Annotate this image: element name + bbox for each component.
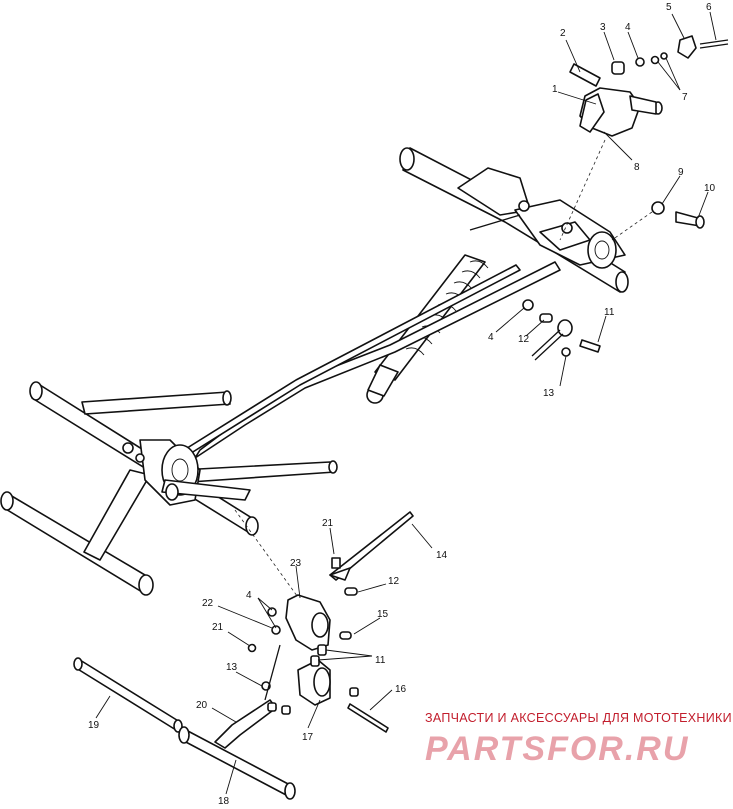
callout-4-mid: 4 bbox=[488, 332, 494, 343]
callout-21-low: 21 bbox=[212, 622, 224, 633]
callout-12-mid: 12 bbox=[518, 334, 530, 345]
callout-6: 6 bbox=[706, 2, 712, 13]
watermark-logo: PARTSFOR.RU bbox=[425, 730, 689, 768]
callout-10: 10 bbox=[704, 183, 716, 194]
mid-hardware bbox=[522, 299, 601, 361]
leader-lines bbox=[95, 11, 717, 795]
pivot-bolt-detail bbox=[611, 201, 705, 241]
callout-2: 2 bbox=[560, 28, 566, 39]
callout-7: 7 bbox=[682, 92, 688, 103]
callout-19: 19 bbox=[88, 720, 100, 731]
callout-12-low: 12 bbox=[388, 576, 400, 587]
callout-13-low: 13 bbox=[226, 662, 238, 673]
callout-3: 3 bbox=[600, 22, 606, 33]
callout-20: 20 bbox=[196, 700, 208, 711]
callout-17: 17 bbox=[302, 732, 314, 743]
watermark-tagline: ЗАПЧАСТИ И АКСЕССУАРЫ ДЛЯ МОТОТЕХНИКИ bbox=[425, 711, 732, 725]
callout-8: 8 bbox=[634, 162, 640, 173]
callout-9: 9 bbox=[678, 167, 684, 178]
callout-labels: 1 2 3 4 5 6 7 8 9 10 4 11 12 13 21 14 23… bbox=[88, 2, 716, 807]
watermark: ЗАПЧАСТИ И АКСЕССУАРЫ ДЛЯ МОТОТЕХНИКИ PA… bbox=[425, 711, 732, 768]
callout-11-mid: 11 bbox=[604, 307, 615, 318]
bottom-axle-detail bbox=[73, 657, 296, 800]
callout-5: 5 bbox=[666, 2, 672, 13]
front-rail-assembly bbox=[399, 147, 629, 293]
lower-bracket-detail bbox=[234, 509, 414, 733]
main-rail bbox=[175, 261, 561, 461]
callout-23: 23 bbox=[290, 558, 302, 569]
callout-16: 16 bbox=[395, 684, 407, 695]
callout-18: 18 bbox=[218, 796, 230, 804]
callout-22: 22 bbox=[202, 598, 214, 609]
rear-axle-left bbox=[0, 381, 338, 596]
upper-bracket-detail bbox=[559, 35, 729, 241]
callout-11-low: 11 bbox=[375, 655, 386, 666]
callout-4: 4 bbox=[625, 22, 631, 33]
callout-14: 14 bbox=[436, 550, 448, 561]
callout-4-low: 4 bbox=[246, 590, 252, 601]
callout-21-top: 21 bbox=[322, 518, 334, 529]
callout-1: 1 bbox=[552, 84, 558, 95]
callout-13-mid: 13 bbox=[543, 388, 555, 399]
callout-15: 15 bbox=[377, 609, 389, 620]
